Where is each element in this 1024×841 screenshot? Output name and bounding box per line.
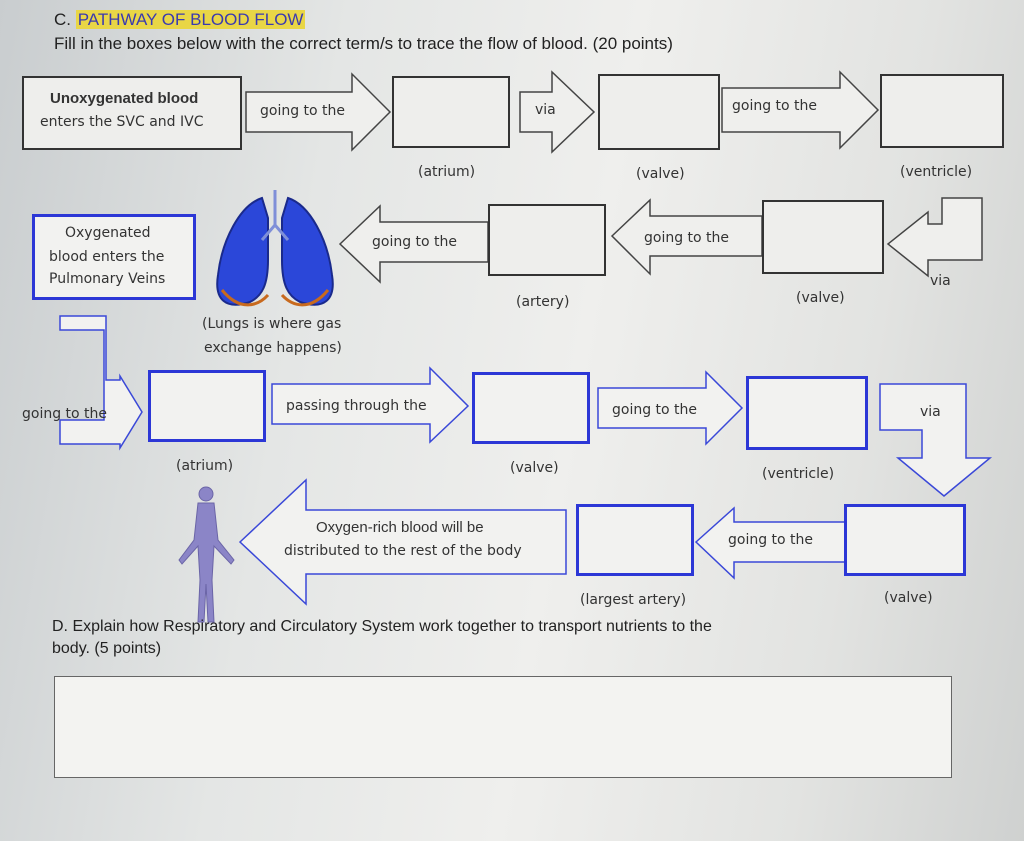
arrow-right-row3-2 [597, 370, 744, 446]
section-d-line-1: D. Explain how Respiratory and Circulato… [52, 618, 712, 635]
big-arrow-line-1: Oxygen-rich blood will be [316, 519, 484, 536]
arrow-down-right-row3 [59, 315, 143, 451]
answer-box-largest-artery[interactable] [576, 504, 694, 576]
start-line-1: Unoxygenated blood [50, 90, 199, 107]
arrow-right-row3-1 [271, 366, 470, 444]
row1-label-ventricle: (ventricle) [900, 164, 973, 180]
answer-box-atrium-1[interactable] [392, 76, 510, 148]
section-c-prefix: C. [54, 10, 71, 29]
row4-arrow-label: going to the [728, 532, 814, 548]
row1-label-valve: (valve) [636, 166, 685, 182]
arrow-left-big-row4 [238, 478, 567, 606]
human-body-icon [178, 486, 235, 623]
answer-box-explanation[interactable] [54, 676, 952, 778]
lungs-icon [216, 190, 334, 307]
answer-box-ventricle-2[interactable] [746, 376, 868, 450]
start-box-unoxygenated: Unoxygenated blood enters the SVC and IV… [22, 76, 242, 150]
ox-line-2: blood enters the [49, 249, 165, 265]
ox-line-1: Oxygenated [65, 225, 151, 241]
row3-label-ventricle: (ventricle) [762, 466, 835, 482]
arrow-corner-row2 [886, 197, 983, 278]
arrow-right-row1-1 [245, 72, 392, 152]
start-box-oxygenated: Oxygenated blood enters the Pulmonary Ve… [32, 214, 196, 300]
row1-arrow1-label: going to the [260, 103, 346, 119]
arrow-right-row1-2 [519, 70, 596, 154]
row4-label-artery: (largest artery) [580, 592, 687, 608]
arrow-corner-down-row3 [879, 383, 993, 497]
instructions-text: Fill in the boxes below with the correct… [54, 34, 673, 53]
row1-arrow3-label: going to the [732, 98, 818, 114]
row2-corner-via: via [930, 273, 951, 289]
row2-label-artery: (artery) [516, 294, 570, 310]
answer-box-valve-3[interactable] [472, 372, 590, 444]
lungs-caption-1: (Lungs is where gas [202, 316, 342, 332]
answer-box-valve-4[interactable] [844, 504, 966, 576]
ox-line-3: Pulmonary Veins [49, 271, 166, 287]
row3-arrow2-label: passing through the [286, 398, 427, 414]
row3-corner-via: via [920, 404, 941, 420]
row1-arrow2-label: via [535, 102, 556, 118]
lungs-caption-2: exchange happens) [204, 340, 342, 356]
row2-arrow1-label: going to the [372, 234, 458, 250]
arrow-right-row1-3 [721, 70, 880, 150]
section-c-title: PATHWAY OF BLOOD FLOW [75, 10, 306, 29]
answer-box-valve-1[interactable] [598, 74, 720, 150]
row3-arrow1-label: going to the [22, 406, 108, 422]
row3-label-valve: (valve) [510, 460, 559, 476]
row1-label-atrium: (atrium) [418, 164, 476, 180]
row2-arrow2-label: going to the [644, 230, 730, 246]
row3-label-atrium: (atrium) [176, 458, 234, 474]
start-line-2: enters the SVC and IVC [40, 114, 204, 130]
section-d-line-2: body. (5 points) [52, 640, 162, 657]
row3-arrow3-label: going to the [612, 402, 698, 418]
answer-box-artery-1[interactable] [488, 204, 606, 276]
answer-box-valve-2[interactable] [762, 200, 884, 274]
section-c-heading: C. PATHWAY OF BLOOD FLOW [54, 10, 306, 30]
answer-box-atrium-2[interactable] [148, 370, 266, 442]
row4-label-valve: (valve) [884, 590, 933, 606]
big-arrow-line-2: distributed to the rest of the body [284, 543, 522, 559]
answer-box-ventricle-1[interactable] [880, 74, 1004, 148]
row2-label-valve: (valve) [796, 290, 845, 306]
